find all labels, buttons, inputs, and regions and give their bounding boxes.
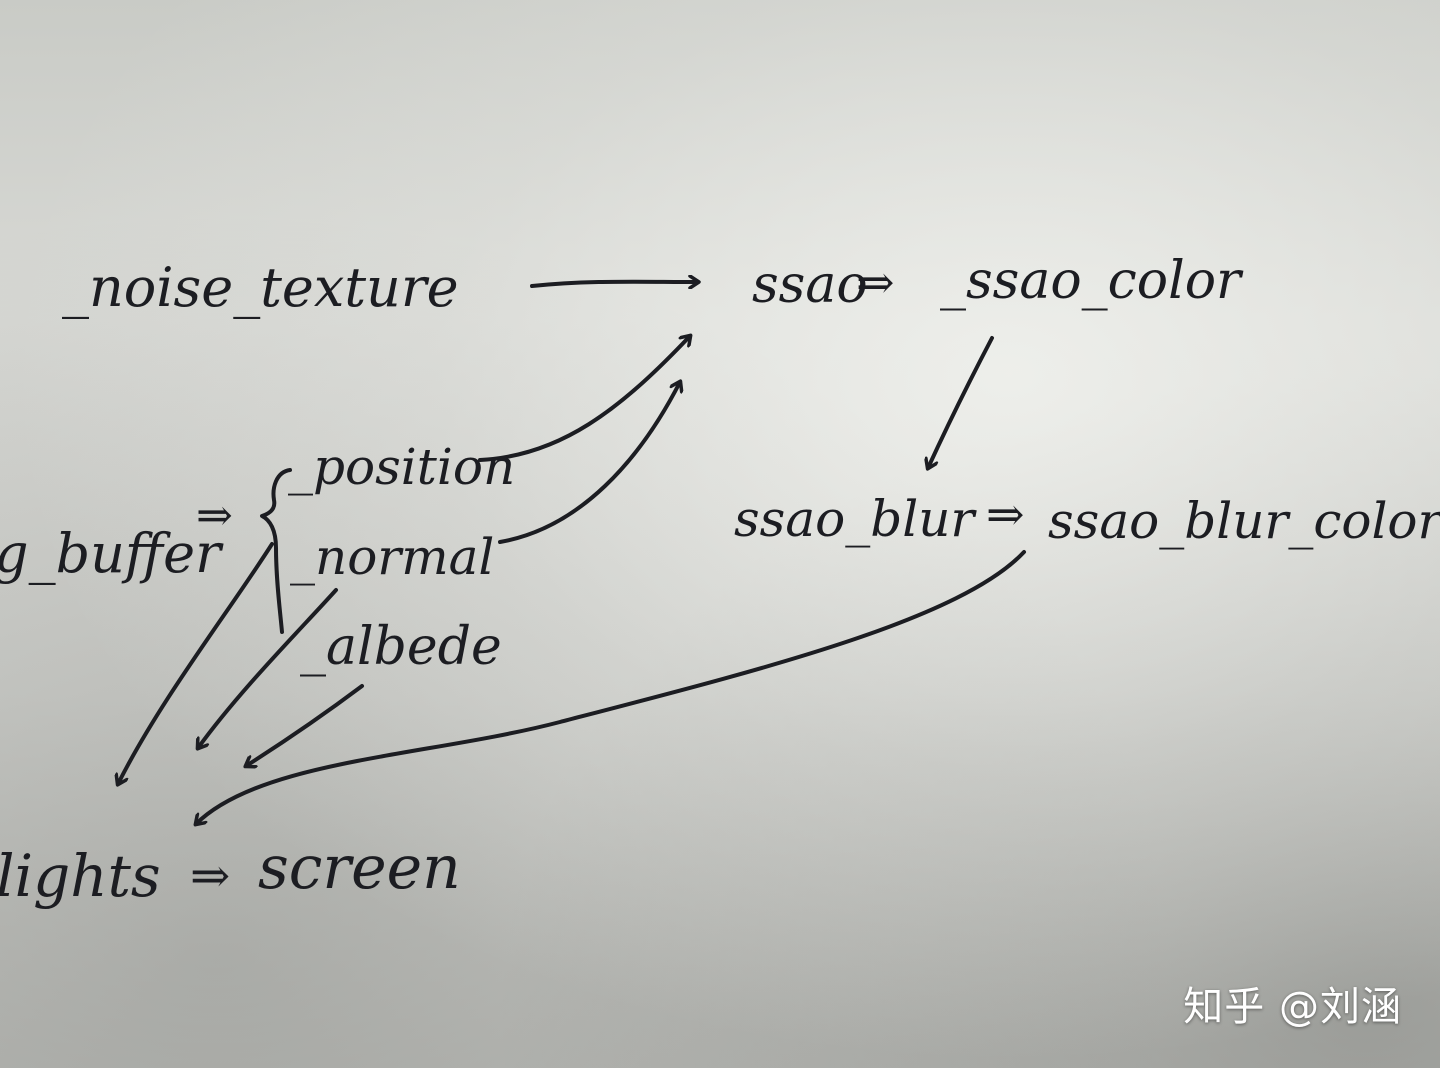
node-normal: _normal bbox=[290, 528, 494, 586]
edge-g-buffer-to-lights bbox=[118, 542, 274, 784]
node-ssao-blur: ssao_blur bbox=[734, 490, 977, 548]
node-albedo: _albede bbox=[300, 617, 502, 677]
edge-ssao-blur-color-to-lights bbox=[196, 550, 1026, 824]
edge-normal-to-ssao bbox=[498, 382, 680, 544]
node-position: _position bbox=[288, 438, 515, 496]
arrow-ssao-to-ssao-color: ⇒ bbox=[856, 255, 895, 309]
node-ssao-blur-color: ssao_blur_color bbox=[1048, 492, 1440, 550]
edge-noise-to-ssao bbox=[530, 282, 698, 286]
watermark-text: 知乎 @刘涵 bbox=[1183, 984, 1402, 1030]
edge-normal-to-lights bbox=[198, 588, 338, 748]
arrow-ssao-blur-to-blur-color: ⇒ bbox=[986, 487, 1025, 541]
edge-albedo-to-lights bbox=[246, 684, 364, 766]
g-buffer-brace bbox=[260, 468, 292, 634]
arrow-lights-to-screen: ⇒ bbox=[190, 848, 230, 904]
edge-ssao-color-to-ssao-blur bbox=[928, 336, 994, 468]
node-ssao-color: _ssao_color bbox=[940, 251, 1244, 311]
node-ssao: ssao bbox=[752, 255, 868, 315]
arrow-g-buffer-to-outputs: ⇒ bbox=[196, 490, 233, 541]
node-screen: screen bbox=[258, 833, 461, 903]
edge-position-to-ssao bbox=[478, 336, 690, 462]
node-lights: lights bbox=[0, 842, 161, 910]
node-noise-texture: _noise_texture bbox=[62, 256, 459, 319]
node-g-buffer: g_buffer bbox=[0, 522, 224, 585]
